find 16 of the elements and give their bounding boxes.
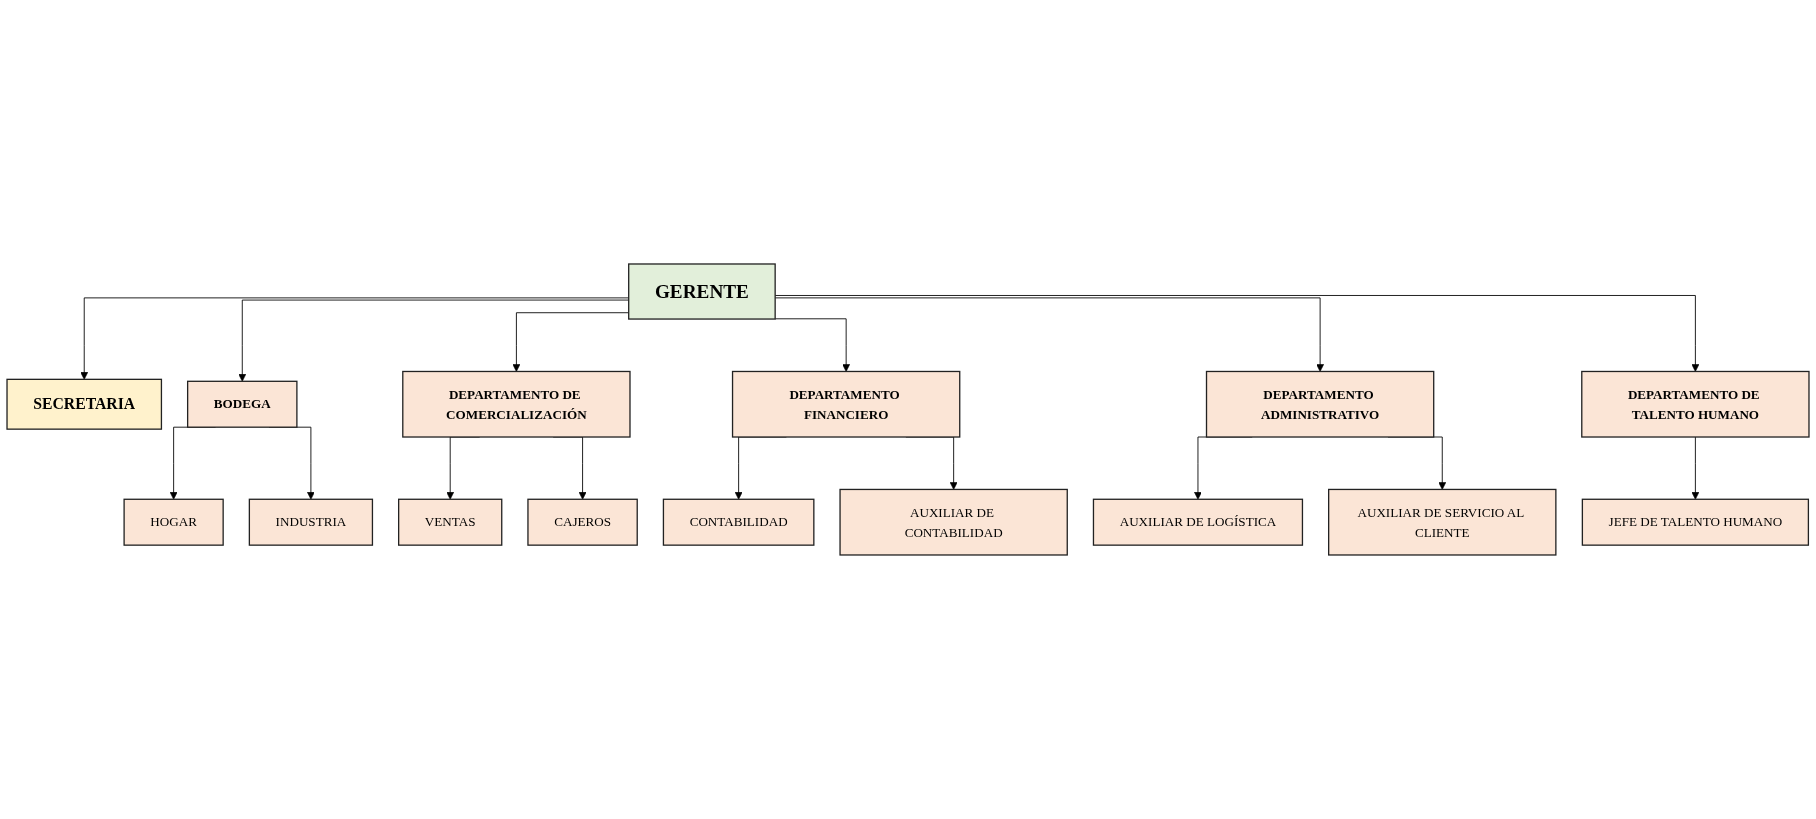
node-box: SECRETARIA <box>6 378 163 430</box>
node-box: JEFE DE TALENTO HUMANO <box>1581 498 1810 546</box>
node-box: BODEGA <box>187 380 298 428</box>
node-box: INDUSTRIA <box>248 498 374 546</box>
node-box: DEPARTAMENTO FINANCIERO <box>731 370 961 438</box>
node-box: DEPARTAMENTO DE COMERCIALIZACIÓN <box>402 370 631 438</box>
node-box: GERENTE <box>628 263 776 320</box>
node-box: AUXILIAR DE LOGÍSTICA <box>1092 498 1304 546</box>
node-box: VENTAS <box>398 498 503 546</box>
node-box: AUXILIAR DE CONTABILIDAD <box>839 488 1068 556</box>
node-box: DEPARTAMENTO ADMINISTRATIVO <box>1205 370 1435 438</box>
node-box: AUXILIAR DE SERVICIO AL CLIENTE <box>1328 488 1557 556</box>
node-box: HOGAR <box>123 498 224 546</box>
node-box: CAJEROS <box>527 498 638 546</box>
node-box: CONTABILIDAD <box>662 498 815 546</box>
node-box: DEPARTAMENTO DE TALENTO HUMANO <box>1581 370 1810 438</box>
